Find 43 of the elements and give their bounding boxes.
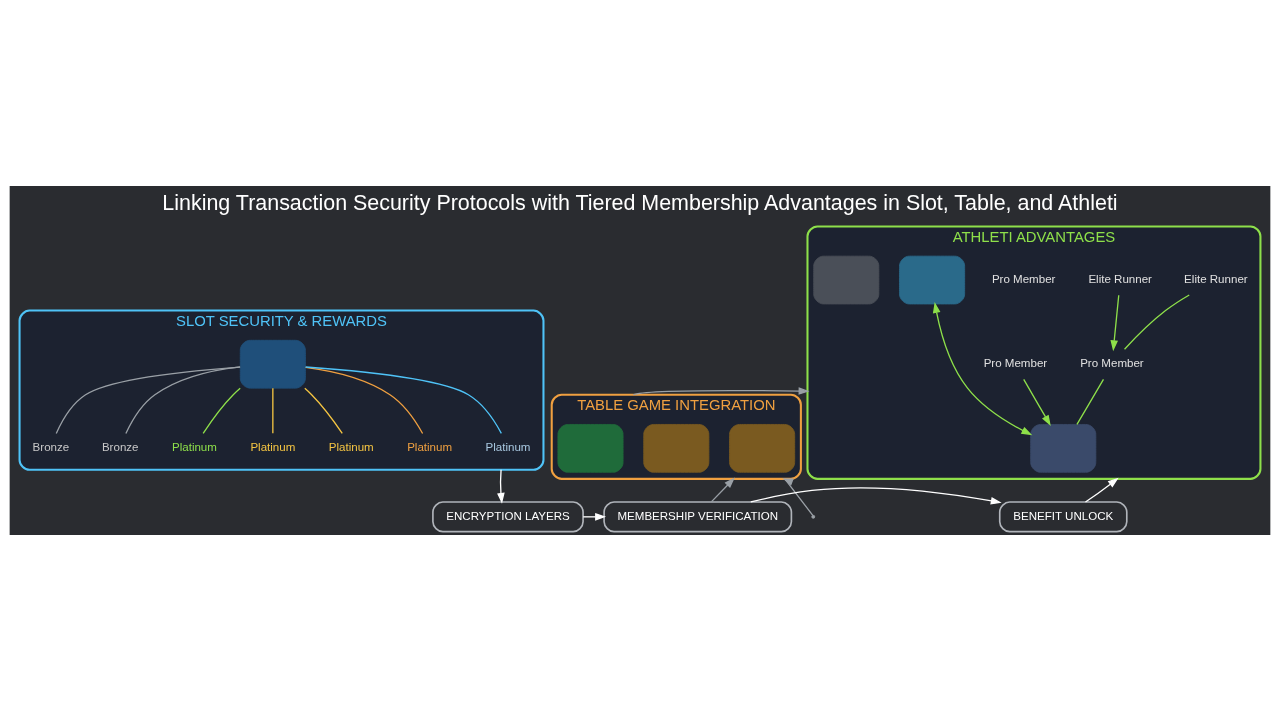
node-box: [557, 423, 624, 473]
node-box: [239, 339, 306, 389]
node-box: [899, 255, 966, 304]
arrow: [1023, 378, 1051, 426]
node-text: Bronze: [32, 440, 70, 453]
arrow: [750, 486, 1002, 505]
connector: [202, 387, 241, 434]
node-text: Platinum: [250, 440, 296, 453]
connector: [305, 365, 502, 434]
arrow: [497, 468, 505, 504]
arrow: [710, 476, 735, 503]
node-box: [643, 423, 710, 473]
node-text: Platinum: [485, 440, 531, 453]
node-text: Elite Runner: [1184, 272, 1248, 285]
arrow: [1110, 294, 1120, 351]
node-text: Platinum: [172, 440, 217, 453]
diagram-title: Linking Transaction Security Protocols with Tiered Membership Advantages in Slot, Table, and Athleti: [162, 190, 1118, 215]
connector: [1123, 293, 1190, 350]
node-box: MEMBERSHIP VERIFICATION: [603, 500, 793, 533]
node-text: Bronze: [101, 440, 139, 453]
connector: [125, 365, 241, 434]
arrow: [632, 386, 810, 395]
node-text: Platinum: [328, 440, 374, 453]
node-text: Elite Runner: [1088, 272, 1152, 285]
connector: [304, 366, 424, 434]
node-box: [729, 423, 796, 473]
node-text: Platinum: [407, 440, 453, 453]
node-text: Pro Member: [983, 356, 1048, 369]
node-text: Pro Member: [1080, 356, 1144, 369]
cluster: TABLE GAME INTEGRATION: [550, 393, 802, 480]
connector: [55, 365, 241, 434]
node-box: ENCRYPTION LAYERS: [432, 500, 584, 533]
arrow: [932, 301, 1033, 435]
arrow: [582, 512, 607, 521]
node-box: [813, 255, 880, 304]
connector: [304, 387, 343, 434]
node-box: BENEFIT UNLOCK: [998, 500, 1128, 533]
node-box: [1030, 423, 1097, 473]
arrow: [1084, 477, 1119, 503]
arrow: [782, 477, 814, 516]
node-text: Pro Member: [991, 272, 1056, 285]
connector: [272, 387, 274, 434]
connector: [1076, 378, 1105, 425]
